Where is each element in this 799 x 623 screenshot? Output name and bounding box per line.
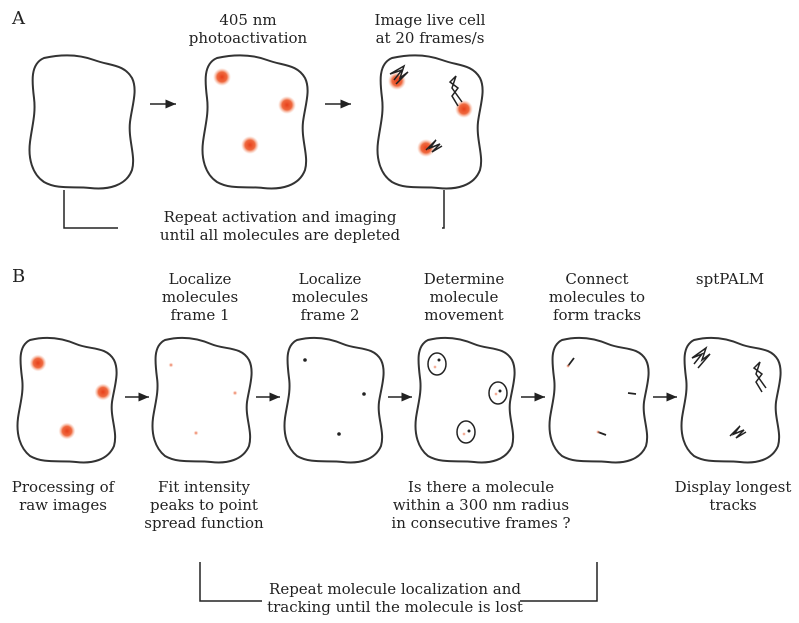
- panel-b-cell-movement: [416, 338, 515, 463]
- search-radius-circle: [457, 421, 475, 443]
- localized-point: [337, 432, 341, 436]
- localized-point: [303, 358, 307, 362]
- localized-point: [433, 365, 437, 369]
- fluorescent-spot: [417, 139, 435, 157]
- panel-a-cell-3: [378, 55, 483, 188]
- panel-b-cell-tracks: [550, 338, 649, 463]
- panel-a-cell-1: [30, 55, 135, 188]
- panel-b-cell-sptpalm: [682, 338, 781, 463]
- fluorescent-spot: [30, 355, 47, 372]
- localized-point: [566, 364, 570, 368]
- panel-b-cell-frame-1: [153, 338, 252, 463]
- fluorescent-spot: [455, 100, 473, 118]
- search-radius-circle: [489, 382, 507, 404]
- localized-point: [494, 392, 498, 396]
- panel-a-loop-bracket: [64, 190, 444, 228]
- localized-point: [596, 430, 600, 434]
- fluorescent-spot: [95, 384, 112, 401]
- fluorescent-spot: [213, 68, 231, 86]
- localized-point: [438, 359, 441, 362]
- panel-b-loop-bracket: [200, 562, 597, 601]
- localized-point: [462, 432, 466, 436]
- localized-point: [233, 391, 238, 396]
- localized-point: [362, 392, 366, 396]
- track-segment: [628, 393, 636, 394]
- localized-point: [194, 431, 199, 436]
- fluorescent-spot: [278, 96, 296, 114]
- trajectory-track: [692, 348, 710, 368]
- search-radius-circle: [428, 353, 446, 375]
- trajectory-track: [754, 362, 766, 392]
- localized-point: [499, 390, 502, 393]
- localized-point: [468, 430, 471, 433]
- panel-a-cell-2: [203, 55, 308, 188]
- panel-b-cell-frame-2: [285, 338, 384, 463]
- fluorescent-spot: [241, 136, 259, 154]
- trajectory-track: [730, 426, 746, 438]
- panel-b-cell-raw: [18, 338, 117, 463]
- localized-point: [169, 363, 174, 368]
- fluorescent-spot: [59, 423, 76, 440]
